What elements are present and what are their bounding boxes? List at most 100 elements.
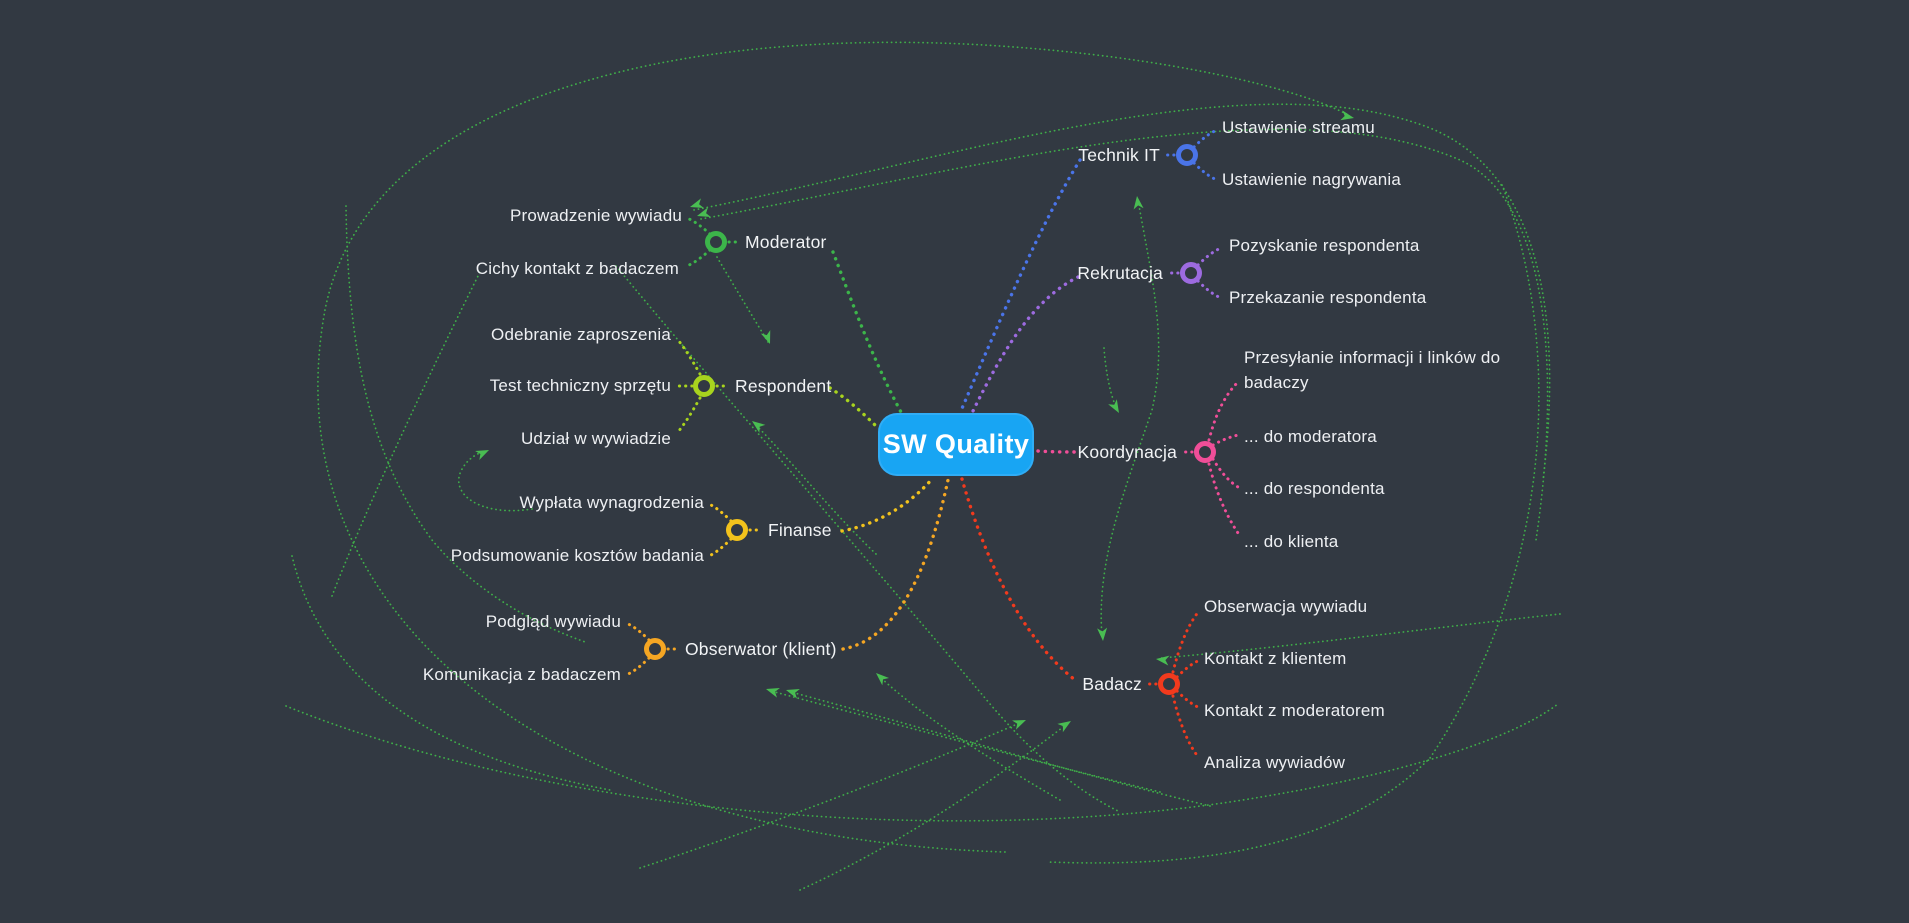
arrowhead bbox=[1340, 110, 1354, 121]
branch-finanse-child-0 bbox=[705, 501, 733, 523]
relation-technik-badacz bbox=[1100, 199, 1160, 637]
child-obserwator-0[interactable]: Podgląd wywiadu bbox=[485, 612, 621, 631]
branch-koordynacja-child-0 bbox=[1207, 380, 1240, 442]
node-toggle-obserwator[interactable] bbox=[644, 638, 666, 660]
child-respondent-1[interactable]: Test techniczny sprzętu bbox=[489, 376, 671, 395]
relation-to-koordynacja bbox=[1103, 347, 1118, 410]
relation-curves bbox=[285, 41, 1561, 891]
relation-cross-up-2 bbox=[799, 723, 1068, 891]
arrowhead bbox=[1057, 721, 1071, 733]
child-rekrutacja-1[interactable]: Przekazanie respondenta bbox=[1229, 288, 1427, 307]
node-toggles bbox=[644, 144, 1216, 695]
child-koordynacja-2[interactable]: ... do respondenta bbox=[1244, 479, 1385, 498]
relation-curve-outer-oval bbox=[317, 41, 1351, 853]
topic-respondent[interactable]: Respondent bbox=[735, 376, 832, 396]
child-obserwator-1[interactable]: Komunikacja z badaczem bbox=[422, 665, 621, 684]
child-technik-0[interactable]: Ustawienie streamu bbox=[1222, 118, 1375, 137]
branch-root-respondent bbox=[828, 386, 880, 430]
topic-rekrutacja[interactable]: Rekrutacja bbox=[1077, 263, 1163, 283]
relation-left-x-2 bbox=[331, 269, 482, 597]
node-toggle-technik[interactable] bbox=[1176, 144, 1198, 166]
branch-root-moderator bbox=[831, 250, 904, 416]
branch-badacz-child-0 bbox=[1171, 609, 1201, 674]
topic-finanse[interactable]: Finanse bbox=[768, 520, 832, 540]
arrowhead bbox=[475, 450, 489, 461]
branch-koordynacja-child-1 bbox=[1211, 433, 1240, 447]
child-finanse-0[interactable]: Wypłata wynagrodzenia bbox=[519, 493, 704, 512]
branch-koordynacja-child-3 bbox=[1207, 462, 1240, 535]
child-koordynacja-1[interactable]: ... do moderatora bbox=[1244, 427, 1377, 446]
child-moderator-0[interactable]: Prowadzenie wywiadu bbox=[510, 206, 682, 225]
child-finanse-1[interactable]: Podsumowanie kosztów badania bbox=[450, 546, 704, 565]
arrowhead bbox=[1108, 399, 1119, 413]
branch-moderator-child-1 bbox=[685, 248, 712, 268]
relation-right-loop bbox=[1047, 184, 1540, 864]
node-toggle-koordynacja[interactable] bbox=[1194, 441, 1216, 463]
relation-curve-parallel-2 bbox=[700, 128, 1549, 541]
node-toggle-finanse[interactable] bbox=[726, 519, 748, 541]
topic-koordynacja[interactable]: Koordynacja bbox=[1077, 442, 1177, 462]
branch-respondent-child-2 bbox=[676, 396, 702, 434]
sub-branches bbox=[624, 128, 1240, 760]
root-node-label: SW Quality bbox=[882, 429, 1030, 459]
branch-badacz-child-3 bbox=[1171, 694, 1201, 760]
branch-root-badacz bbox=[960, 477, 1077, 682]
arrowhead bbox=[1097, 627, 1108, 641]
relation-curve-parallel-1 bbox=[693, 103, 1551, 481]
arrowhead bbox=[1156, 655, 1170, 666]
child-koordynacja-0[interactable]: Przesyłanie informacji i linków do badac… bbox=[1244, 348, 1501, 392]
arrowhead bbox=[690, 198, 704, 208]
child-koordynacja-3[interactable]: ... do klienta bbox=[1244, 532, 1339, 551]
arrowhead bbox=[786, 689, 800, 699]
child-rekrutacja-0[interactable]: Pozyskanie respondenta bbox=[1229, 236, 1420, 255]
node-toggle-moderator[interactable] bbox=[705, 231, 727, 253]
child-technik-1[interactable]: Ustawienie nagrywania bbox=[1222, 170, 1402, 189]
branch-root-koordynacja bbox=[1036, 449, 1079, 454]
child-respondent-2[interactable]: Udział w wywiadzie bbox=[520, 429, 671, 448]
branch-obserwator-child-0 bbox=[624, 621, 651, 642]
arrowhead bbox=[760, 330, 771, 344]
relation-long-diagonal bbox=[615, 265, 1121, 813]
branch-moderator-child-0 bbox=[685, 216, 712, 236]
arrowhead bbox=[766, 688, 780, 698]
topic-obserwator[interactable]: Obserwator (klient) bbox=[685, 639, 837, 659]
relation-hook-arrow bbox=[458, 450, 533, 512]
branch-rekrutacja-child-0 bbox=[1196, 246, 1223, 267]
child-badacz-0[interactable]: Obserwacja wywiadu bbox=[1204, 597, 1368, 616]
node-toggle-respondent[interactable] bbox=[693, 375, 715, 397]
branch-root-technik bbox=[958, 158, 1082, 415]
branch-respondent-child-0 bbox=[676, 338, 702, 376]
child-moderator-1[interactable]: Cichy kontakt z badaczem bbox=[475, 259, 679, 278]
branch-technik-child-1 bbox=[1192, 161, 1219, 182]
child-badacz-1[interactable]: Kontakt z klientem bbox=[1204, 649, 1347, 668]
relation-to-badacz bbox=[1160, 613, 1561, 659]
relation-moderator-respondent bbox=[716, 256, 769, 343]
branch-koordynacja-child-2 bbox=[1211, 457, 1240, 489]
arrowhead bbox=[752, 421, 766, 433]
topic-moderator[interactable]: Moderator bbox=[745, 232, 827, 252]
relation-bottom-arc-1 bbox=[285, 703, 1559, 822]
child-badacz-3[interactable]: Analiza wywiadów bbox=[1204, 753, 1346, 772]
relation-to-obserwator-3 bbox=[879, 676, 1061, 801]
branch-root-finanse bbox=[840, 477, 934, 533]
topic-badacz[interactable]: Badacz bbox=[1082, 674, 1142, 694]
arrowhead bbox=[876, 673, 890, 686]
branch-badacz-child-2 bbox=[1175, 689, 1202, 710]
child-respondent-0[interactable]: Odebranie zaproszenia bbox=[491, 325, 671, 344]
relation-arrowheads bbox=[475, 110, 1354, 733]
branch-root-obserwator bbox=[841, 478, 950, 651]
node-toggle-rekrutacja[interactable] bbox=[1180, 262, 1202, 284]
root-node[interactable]: SW Quality bbox=[878, 413, 1034, 476]
branch-rekrutacja-child-1 bbox=[1196, 279, 1223, 300]
node-toggle-badacz[interactable] bbox=[1158, 673, 1180, 695]
relation-cross-up-1 bbox=[639, 721, 1023, 869]
arrowhead bbox=[1012, 720, 1026, 730]
main-branches bbox=[828, 158, 1082, 682]
child-badacz-2[interactable]: Kontakt z moderatorem bbox=[1204, 701, 1385, 720]
arrowhead bbox=[1133, 196, 1144, 210]
relation-to-obserwator-1 bbox=[770, 690, 1161, 793]
topic-technik-it[interactable]: Technik IT bbox=[1078, 145, 1160, 165]
branch-badacz-child-1 bbox=[1175, 658, 1202, 679]
